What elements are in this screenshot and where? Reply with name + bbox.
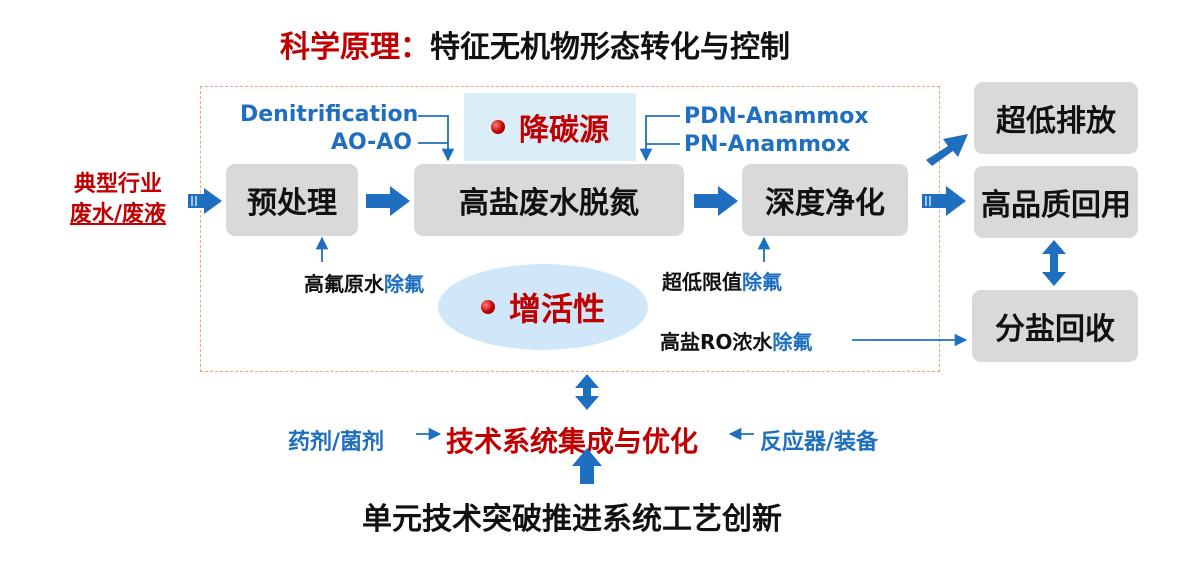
title-rest: 特征无机物形态转化与控制 [430, 30, 790, 65]
bullet-icon [480, 300, 495, 314]
input-line2: 废水/废液 [69, 202, 167, 227]
ro-fluoride-suffix: 除氟 [772, 330, 813, 354]
process-denitrification: Denitrification [240, 102, 419, 127]
carbon-source-label: 降碳源 [519, 113, 609, 148]
ultra-low-fluoride-label: 超低限值除氟 [662, 266, 782, 295]
process-pn-anammox: PN-Anammox [684, 132, 851, 157]
arrow-bottom-integration [572, 448, 602, 484]
process-ao-ao: AO-AO [331, 130, 412, 155]
pretreatment-box: 预处理 [226, 164, 358, 236]
integration-label: 技术系统集成与优化 [446, 425, 699, 458]
arrow-reuse-salt [1042, 240, 1066, 286]
arrow-right-processes [639, 115, 680, 162]
high-quality-reuse-box: 高品质回用 [974, 166, 1138, 238]
ultra-low-emission-box: 超低排放 [974, 82, 1138, 154]
raw-fluoride-suffix: 除氟 [384, 272, 424, 296]
activity-ellipse: 增活性 [438, 264, 648, 350]
arrow-purify-to-reuse [922, 186, 966, 216]
process-frame [200, 86, 940, 372]
input-line1: 典型行业 [73, 172, 162, 197]
reactor-label: 反应器/装备 [760, 430, 879, 455]
ultra-low-fluoride-suffix: 除氟 [742, 270, 782, 294]
agent-label: 药剂/菌剂 [288, 430, 385, 455]
input-arrow [188, 188, 222, 214]
denitrification-box: 高盐废水脱氮 [414, 164, 684, 236]
carbon-source-panel: 降碳源 [464, 93, 636, 161]
ro-fluoride-label: 高盐RO浓水除氟 [660, 326, 812, 355]
raw-fluoride-label: 高氟原水除氟 [304, 268, 424, 297]
arrow-denitrify-to-purify [694, 186, 738, 216]
bullet-icon [491, 120, 505, 134]
arrow-frame-integration [575, 374, 599, 410]
bottom-statement: 单元技术突破推进系统工艺创新 [362, 502, 782, 537]
deep-purification-box: 深度净化 [742, 164, 908, 236]
title-highlight: 科学原理： [280, 30, 430, 65]
page-title: 科学原理：特征无机物形态转化与控制 [0, 22, 1070, 66]
ro-fluoride-prefix: 高盐RO浓水 [660, 330, 773, 354]
process-pdn-anammox: PDN-Anammox [684, 104, 869, 129]
raw-fluoride-prefix: 高氟原水 [304, 272, 384, 296]
activity-label: 增活性 [508, 290, 605, 328]
input-label: 典型行业 废水/废液 [58, 170, 178, 230]
arrow-purify-to-emission [926, 134, 968, 166]
salt-recovery-box: 分盐回收 [972, 290, 1138, 362]
arrow-pretreat-to-denitrify [366, 186, 410, 216]
arrow-left-processes [418, 115, 455, 162]
ultra-low-fluoride-prefix: 超低限值 [662, 270, 742, 294]
